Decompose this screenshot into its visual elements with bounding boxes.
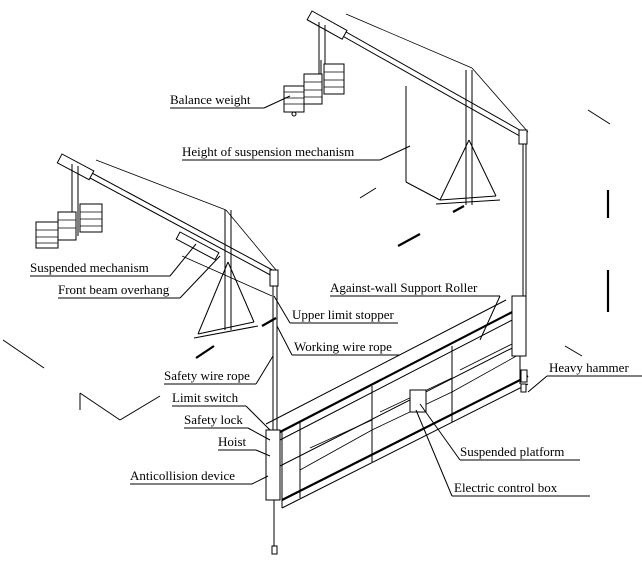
front-suspension-mechanism [56,153,279,430]
label-height-of-suspension-mechanism: Height of suspension mechanism [182,144,354,159]
label-safety-lock: Safety lock [184,412,243,427]
label-balance-weight: Balance weight [170,92,251,107]
label-upper-limit-stopper: Upper limit stopper [292,307,394,322]
suspended-platform-frame [265,295,529,555]
label-front-beam-overhang: Front beam overhang [58,282,170,297]
label-against-wall-support-roller: Against-wall Support Roller [330,280,478,295]
building-outline [2,109,611,421]
label-hoist: Hoist [218,434,247,449]
label-electric-control-box: Electric control box [454,480,558,495]
balance-weight-rear [283,63,345,117]
label-safety-wire-rope: Safety wire rope [164,368,250,383]
label-suspended-platform: Suspended platform [460,444,564,459]
rear-suspension-mechanism [306,10,529,300]
balance-weight-front [35,203,103,249]
label-anticollision-device: Anticollision device [130,468,235,483]
label-suspended-mechanism: Suspended mechanism [30,260,149,275]
leader-lines [30,95,642,497]
label-limit-switch: Limit switch [172,390,239,405]
label-heavy-hammer: Heavy hammer [549,360,629,375]
label-working-wire-rope: Working wire rope [294,339,392,354]
